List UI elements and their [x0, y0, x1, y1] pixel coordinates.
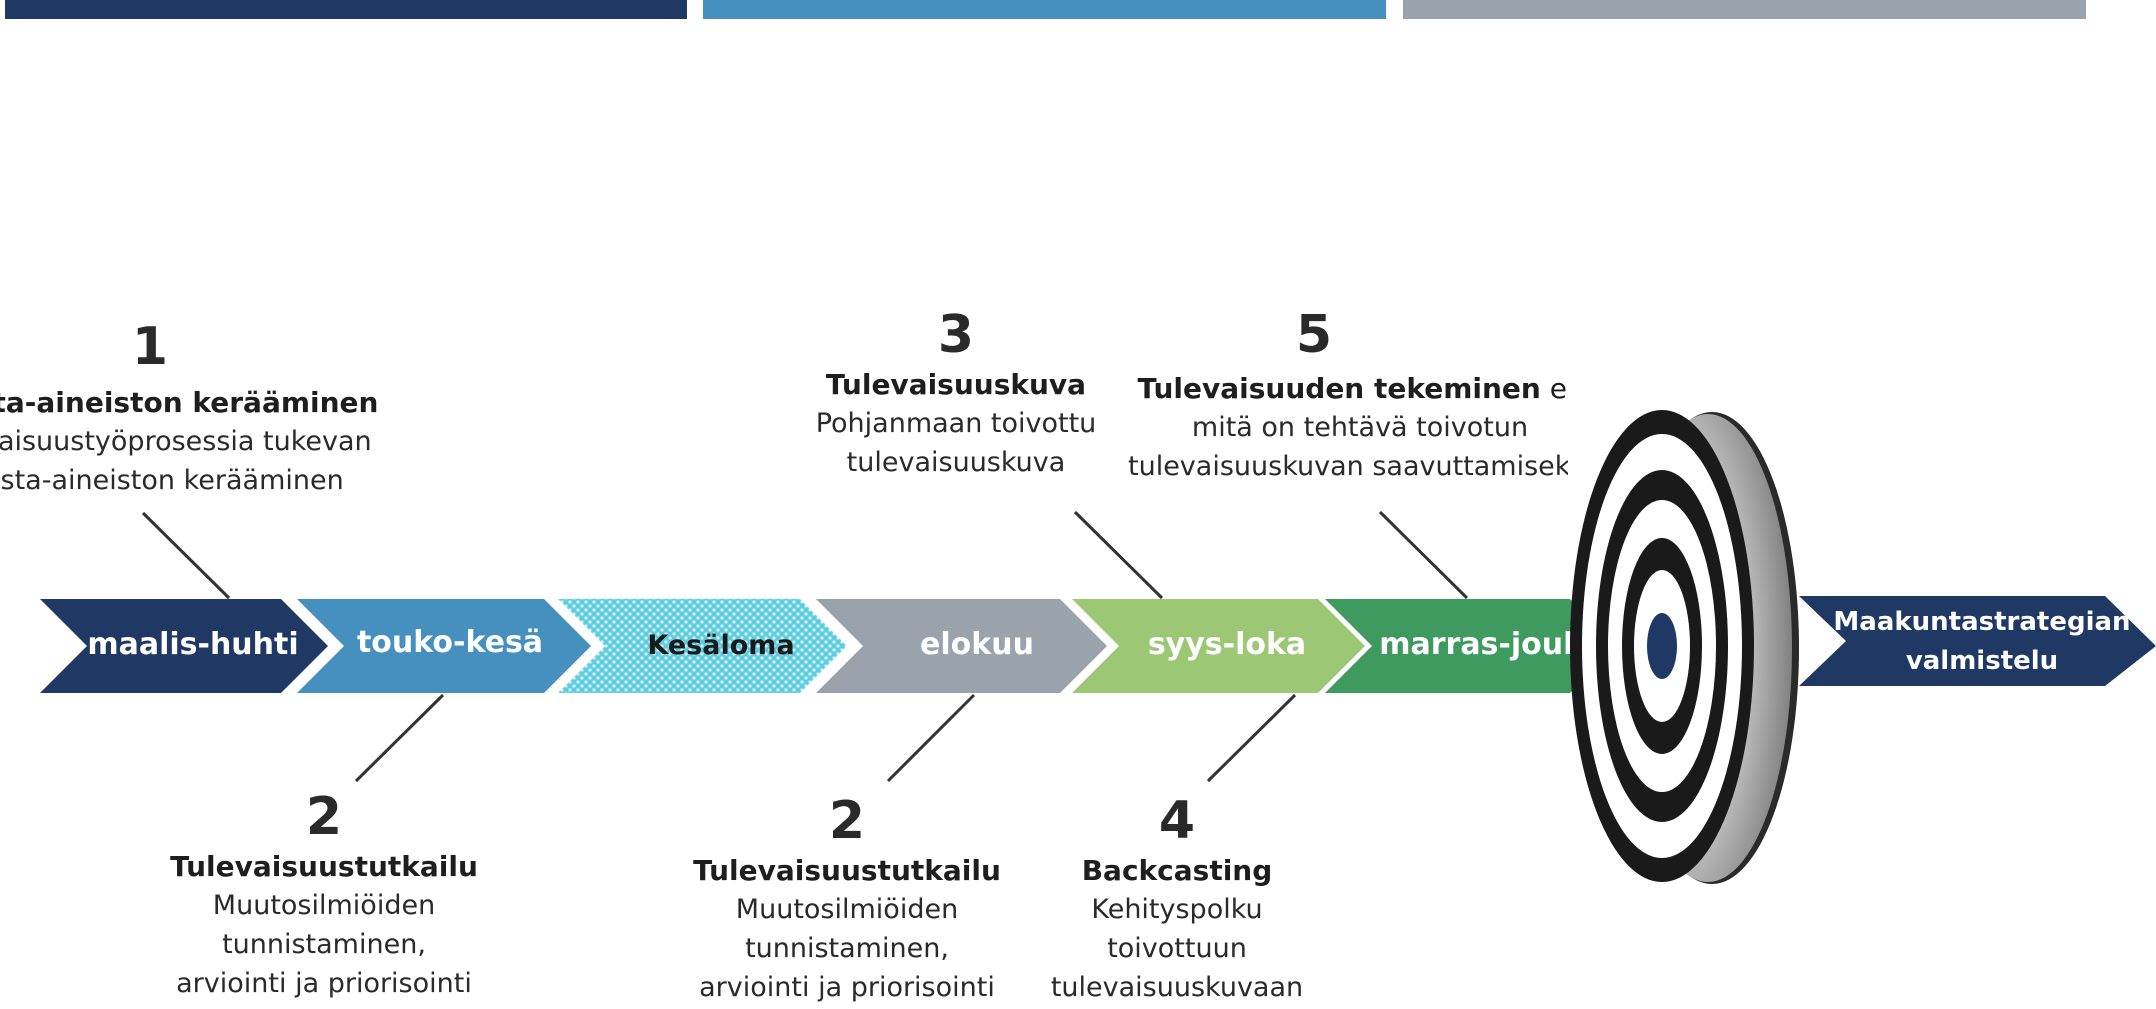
- top-bar-navy: [5, 0, 687, 19]
- connector-step4: [1206, 693, 1297, 783]
- step2a-line3: arviointi ja priorisointi: [176, 968, 472, 999]
- step1-line2: tausta-aineiston kerääminen: [0, 465, 344, 496]
- step3-line1: Pohjanmaan toivottu: [815, 408, 1097, 439]
- connector-step1: [141, 511, 231, 600]
- chevron-kesaloma: [558, 599, 847, 693]
- connector-step3: [1073, 510, 1164, 600]
- step1-number: 1: [131, 317, 169, 377]
- step2b-line3: arviointi ja priorisointi: [699, 972, 995, 1003]
- step4-line1: Kehityspolku: [1091, 894, 1263, 925]
- goal-label-line2: valmistelu: [1906, 646, 2058, 676]
- callout-step2a: 2 Tulevaisuustutkailu Muutosilmiöiden tu…: [124, 786, 524, 1003]
- step2b-line2: tunnistaminen,: [745, 933, 949, 964]
- chevron-syys-loka: [1072, 599, 1365, 693]
- callout-step5-text-clip: Tulevaisuuden tekeminen eli mitä on teht…: [1100, 370, 1568, 510]
- top-bar-blue: [703, 0, 1386, 19]
- chevron-label-kesaloma: Kesäloma: [647, 630, 794, 661]
- callout-step2b: 2 Tulevaisuustutkailu Muutosilmiöiden tu…: [647, 790, 1047, 1007]
- callout-step5-text: Tulevaisuuden tekeminen eli mitä on teht…: [1100, 370, 1568, 486]
- step3-line2: tulevaisuuskuva: [846, 447, 1066, 478]
- step5-number: 5: [1295, 305, 1333, 365]
- step4-line2: toivottuun: [1107, 933, 1247, 964]
- chevron-maakuntastrategian-valmistelu: [1799, 596, 2156, 686]
- goal-label-line1: Maakuntastrategian: [1833, 607, 2130, 637]
- step5-title-tail: eli: [1549, 372, 1568, 405]
- step1-line1: Tulevaisuustyöprosessia tukevan: [0, 426, 372, 457]
- callout-step1-text: Tausta-aineiston kerääminen Tulevaisuust…: [0, 384, 470, 500]
- connector-step2b: [886, 693, 976, 783]
- step2a-title: Tulevaisuustutkailu: [170, 850, 478, 883]
- step1-title: Tausta-aineiston kerääminen: [0, 386, 379, 419]
- step5-line1: mitä on tehtävä toivotun: [1191, 412, 1529, 443]
- step5-title: Tulevaisuuden tekeminen: [1137, 372, 1541, 405]
- chevron-maalis-huhti: [40, 599, 328, 693]
- callout-step3: 3 Tulevaisuuskuva Pohjanmaan toivottu tu…: [756, 304, 1156, 482]
- callout-step1: 1: [0, 316, 320, 378]
- step2a-line1: Muutosilmiöiden: [212, 890, 436, 921]
- connector-step2a: [354, 693, 445, 783]
- step2a-number: 2: [305, 787, 343, 847]
- chevron-label-touko-kesa: touko-kesä: [357, 625, 543, 660]
- step4-title: Backcasting: [1081, 854, 1273, 887]
- step3-title: Tulevaisuuskuva: [825, 368, 1087, 401]
- target-icon: [1570, 410, 1799, 884]
- chevron-label-syys-loka: syys-loka: [1148, 627, 1306, 662]
- step4-line3: tulevaisuuskuvaan: [1050, 972, 1304, 1003]
- step2b-line1: Muutosilmiöiden: [735, 894, 959, 925]
- top-bar-gray: [1403, 0, 2086, 19]
- chevron-label-elokuu: elokuu: [920, 627, 1034, 662]
- step2a-line2: tunnistaminen,: [222, 929, 426, 960]
- chevron-label-maalis-huhti: maalis-huhti: [87, 627, 298, 662]
- chevron-elokuu: [816, 599, 1107, 693]
- step5-title-line: Tulevaisuuden tekeminen eli: [1100, 370, 1568, 408]
- step2b-number: 2: [828, 791, 866, 851]
- step3-number: 3: [937, 305, 975, 365]
- chevron-marras-joulu: [1325, 599, 1617, 693]
- chevron-label-marras-joulu: marras-joulu: [1379, 627, 1595, 662]
- connector-step5: [1378, 510, 1469, 600]
- callout-step4: 4 Backcasting Kehityspolku toivottuun tu…: [1027, 790, 1327, 1007]
- step5-line2: tulevaisuuskuvan saavuttamiseksi: [1128, 451, 1568, 482]
- step4-number: 4: [1158, 791, 1196, 851]
- chevron-touko-kesa: [297, 599, 591, 693]
- step2b-title: Tulevaisuustutkailu: [693, 854, 1001, 887]
- callout-step5: 5: [1114, 304, 1514, 366]
